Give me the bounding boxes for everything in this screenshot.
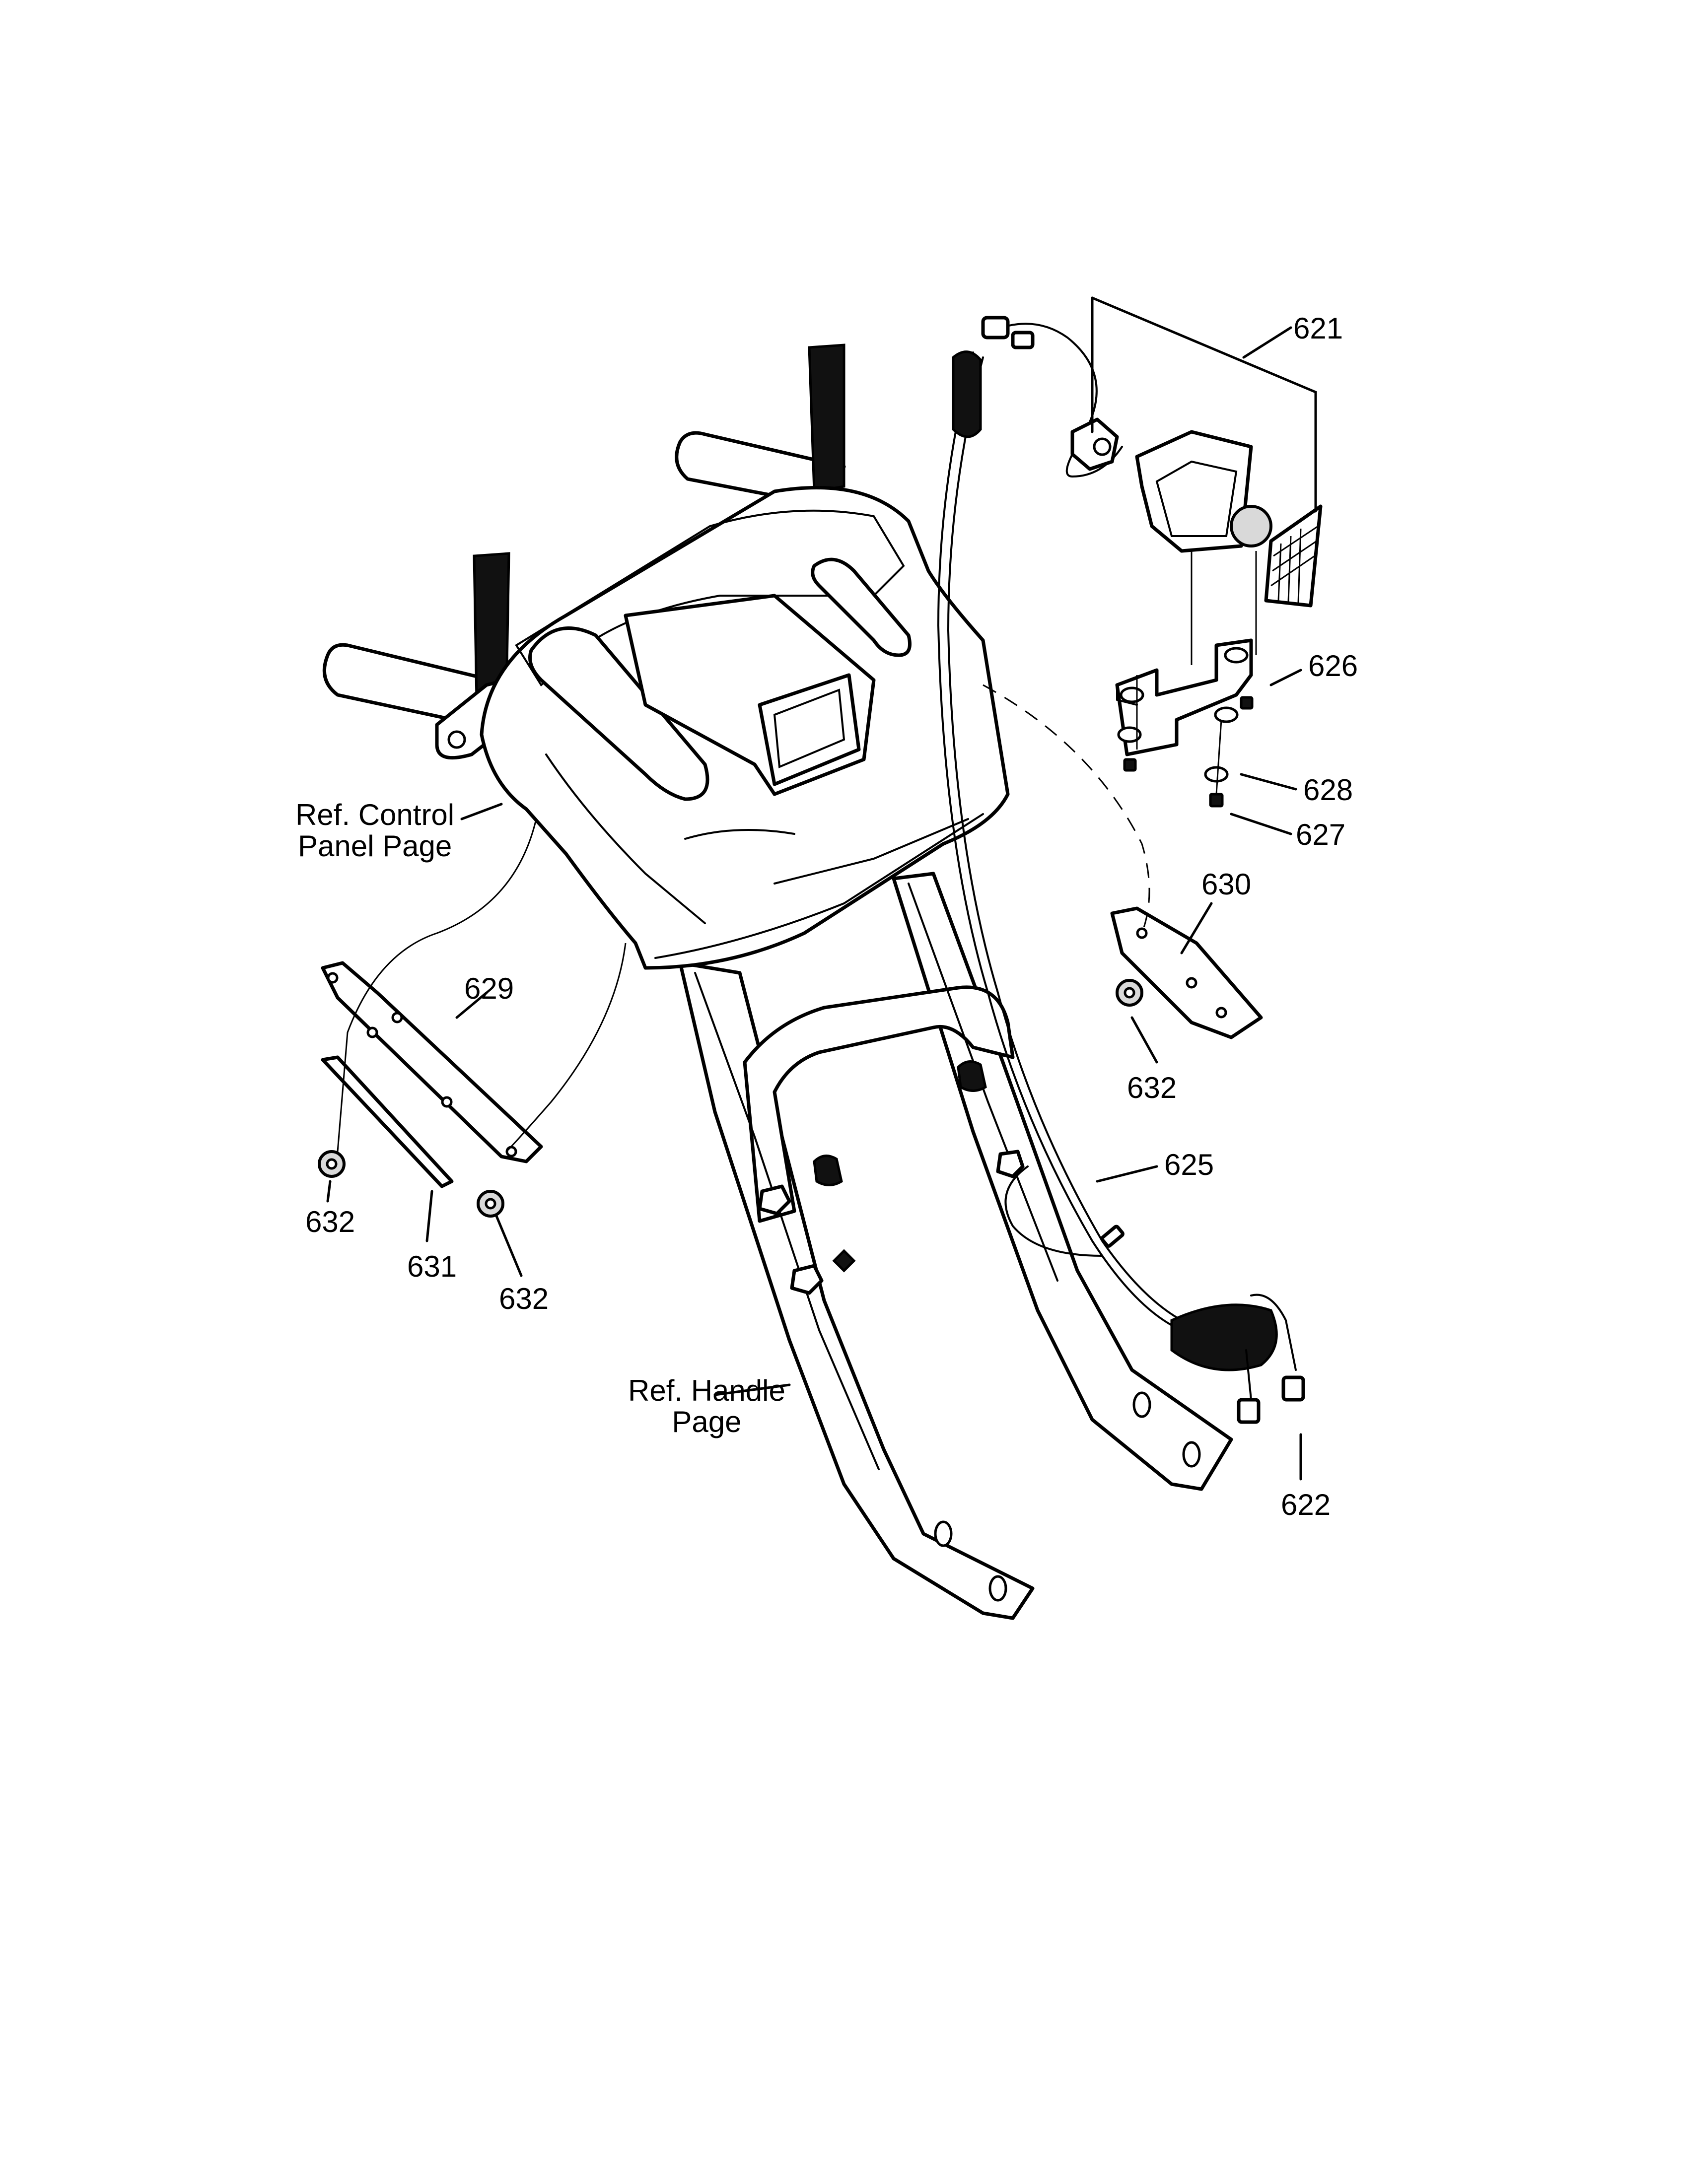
callout-627: 627 — [1296, 818, 1346, 851]
callout-629: 629 — [464, 972, 514, 1005]
mounting-bracket — [1115, 638, 1254, 808]
lens-icon — [1264, 504, 1323, 608]
callout-631: 631 — [407, 1250, 457, 1283]
callout-622: 622 — [1281, 1488, 1331, 1521]
ref-handle-line2: Page — [672, 1405, 742, 1438]
callout-628: 628 — [1303, 773, 1353, 807]
right-mounting-plate — [983, 684, 1263, 1039]
ref-control-panel-label: Ref. Control Panel Page — [295, 799, 454, 862]
ref-control-line1: Ref. Control — [295, 798, 455, 831]
ref-handle-line1: Ref. Handle — [628, 1374, 785, 1407]
callout-632-bottom: 632 — [499, 1282, 549, 1315]
callout-632-left: 632 — [305, 1205, 355, 1238]
callout-630: 630 — [1201, 868, 1252, 901]
control-panel — [322, 343, 1010, 970]
callout-626: 626 — [1308, 649, 1358, 682]
callout-625: 625 — [1164, 1148, 1214, 1181]
handle-frame — [678, 872, 1233, 1620]
wire-harness — [937, 316, 1305, 1424]
callout-621: 621 — [1293, 312, 1343, 345]
callout-632-right: 632 — [1127, 1071, 1177, 1104]
left-mounting-plate — [318, 819, 627, 1218]
bolt-icon — [758, 1150, 1025, 1295]
ref-handle-label: Ref. Handle Page — [628, 1375, 785, 1437]
headlight-assembly — [1070, 296, 1323, 665]
ref-control-line2: Panel Page — [297, 829, 452, 863]
callout-leaders — [326, 326, 1302, 1481]
